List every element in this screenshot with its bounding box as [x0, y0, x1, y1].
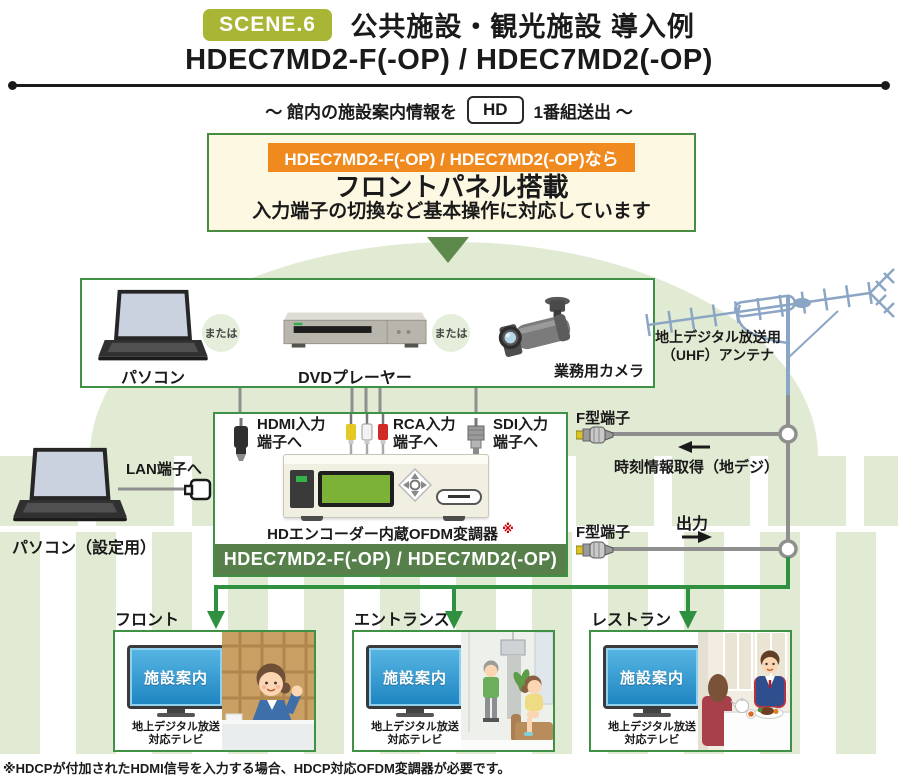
entrance-illustration: [461, 632, 553, 750]
camera-label: 業務用カメラ: [553, 363, 644, 380]
dvd-label: DVDプレーヤー: [298, 370, 412, 387]
hd-badge: HD: [466, 96, 524, 124]
divider-dot-left: [8, 81, 17, 90]
uhf-antenna-icon: [645, 268, 895, 395]
lan-label: LAN端子へ: [126, 461, 202, 478]
device-lcd: [318, 471, 394, 507]
feature-box: HDEC7MD2-F(-OP) / HDEC7MD2(-OP)なら フロントパネ…: [207, 133, 696, 232]
dest-label-front: フロント: [115, 612, 180, 629]
device-dpad: [398, 468, 432, 502]
divider-dot-right: [881, 81, 890, 90]
config-pc-icon: [13, 447, 127, 522]
tagline-suffix: 1番組送出 〜: [533, 102, 633, 122]
time-sync-arrow: [678, 441, 710, 453]
down-pointer-icon: [427, 237, 469, 263]
source-devices-box: パソコン または DVDプレーヤー または: [80, 278, 655, 388]
dest-label-entrance: エントランス: [354, 612, 450, 629]
tv-icon: 施設案内: [603, 645, 701, 709]
device-front-panel: [290, 470, 314, 508]
dest-box-front: 施設案内 地上デジタル放送 対応テレビ: [113, 630, 316, 752]
model-bar: HDEC7MD2-F(-OP) / HDEC7MD2(-OP): [215, 544, 566, 575]
front-desk-illustration: [222, 632, 314, 750]
dest-label-restaurant: レストラン: [591, 612, 672, 629]
device-eject-slot: [436, 489, 482, 505]
rca-plugs-icon: [346, 414, 388, 455]
junction-node-2: [778, 539, 798, 559]
tv-icon: 施設案内: [127, 645, 225, 709]
f-connector-label-2: F型端子: [576, 524, 631, 541]
tagline-prefix: 〜 館内の施設案内情報を: [265, 102, 457, 122]
output-label: 出力: [676, 516, 709, 533]
encoder-box: HDMI入力 端子へ RCA入力 端子へ SDI入力 端子へ: [213, 412, 568, 577]
tv-screen-text: 施設案内: [606, 648, 698, 706]
f-connector-label-1: F型端子: [576, 410, 631, 427]
device-label: HDエンコーダー内蔵OFDM変調器 ※: [267, 522, 514, 543]
power-led: [296, 476, 307, 482]
scene-badge: SCENE.6: [203, 8, 332, 41]
hdmi-plug-icon: [234, 418, 248, 461]
sdi-input-label: SDI入力 端子へ: [493, 416, 549, 451]
antenna-label: 地上デジタル放送用 （UHF）アンテナ: [655, 329, 781, 363]
footnote: ※HDCPが付加されたHDMI信号を入力する場合、HDCP対応OFDM変調器が必…: [3, 761, 511, 776]
camera-icon: [498, 296, 571, 357]
page-title: 公共施設・観光施設 導入例: [350, 12, 695, 42]
feature-banner: HDEC7MD2-F(-OP) / HDEC7MD2(-OP)なら: [268, 143, 635, 172]
dest-box-entrance: 施設案内 地上デジタル放送 対応テレビ: [352, 630, 555, 752]
model-title: HDEC7MD2-F(-OP) / HDEC7MD2(-OP): [185, 44, 713, 76]
dest-box-restaurant: 施設案内 地上デジタル放送 対応テレビ: [589, 630, 792, 752]
feature-headline: フロントパネル搭載: [334, 172, 569, 202]
pc-icon: [98, 289, 208, 361]
pc-label: パソコン: [120, 370, 185, 387]
or-badge-1: または: [202, 314, 240, 352]
divider-rule: [8, 81, 890, 90]
f-connector-icon-2: [576, 541, 614, 559]
restaurant-illustration: [698, 632, 790, 750]
tv-caption: 地上デジタル放送 対応テレビ: [371, 721, 459, 746]
distribution-lines: [214, 557, 790, 612]
ofdm-modulator-device: [283, 454, 489, 518]
or-badge-2: または: [432, 314, 470, 352]
time-sync-label: 時刻情報取得（地デジ）: [614, 459, 780, 476]
tv-screen-text: 施設案内: [130, 648, 222, 706]
output-arrow: [682, 531, 712, 543]
feature-subtext: 入力端子の切換など基本操作に対応しています: [252, 201, 651, 222]
header-row: SCENE.6 公共施設・観光施設 導入例: [0, 5, 898, 44]
f-connector-icon-1: [576, 426, 614, 444]
tv-caption: 地上デジタル放送 対応テレビ: [608, 721, 696, 746]
hdmi-input-label: HDMI入力 端子へ: [257, 416, 326, 451]
tv-icon: 施設案内: [366, 645, 464, 709]
rca-input-label: RCA入力 端子へ: [393, 416, 456, 451]
config-pc-label: パソコン（設定用）: [12, 540, 157, 557]
coax-lines: [612, 394, 790, 551]
footnote-mark: ※: [502, 522, 514, 536]
distribution-arrowheads: [207, 611, 697, 629]
lan-connector-icon: [184, 478, 212, 501]
dvd-player-icon: [283, 312, 427, 348]
junction-node-1: [778, 424, 798, 444]
tagline: 〜 館内の施設案内情報を HD 1番組送出 〜: [0, 96, 898, 124]
tv-screen-text: 施設案内: [369, 648, 461, 706]
tv-caption: 地上デジタル放送 対応テレビ: [132, 721, 220, 746]
